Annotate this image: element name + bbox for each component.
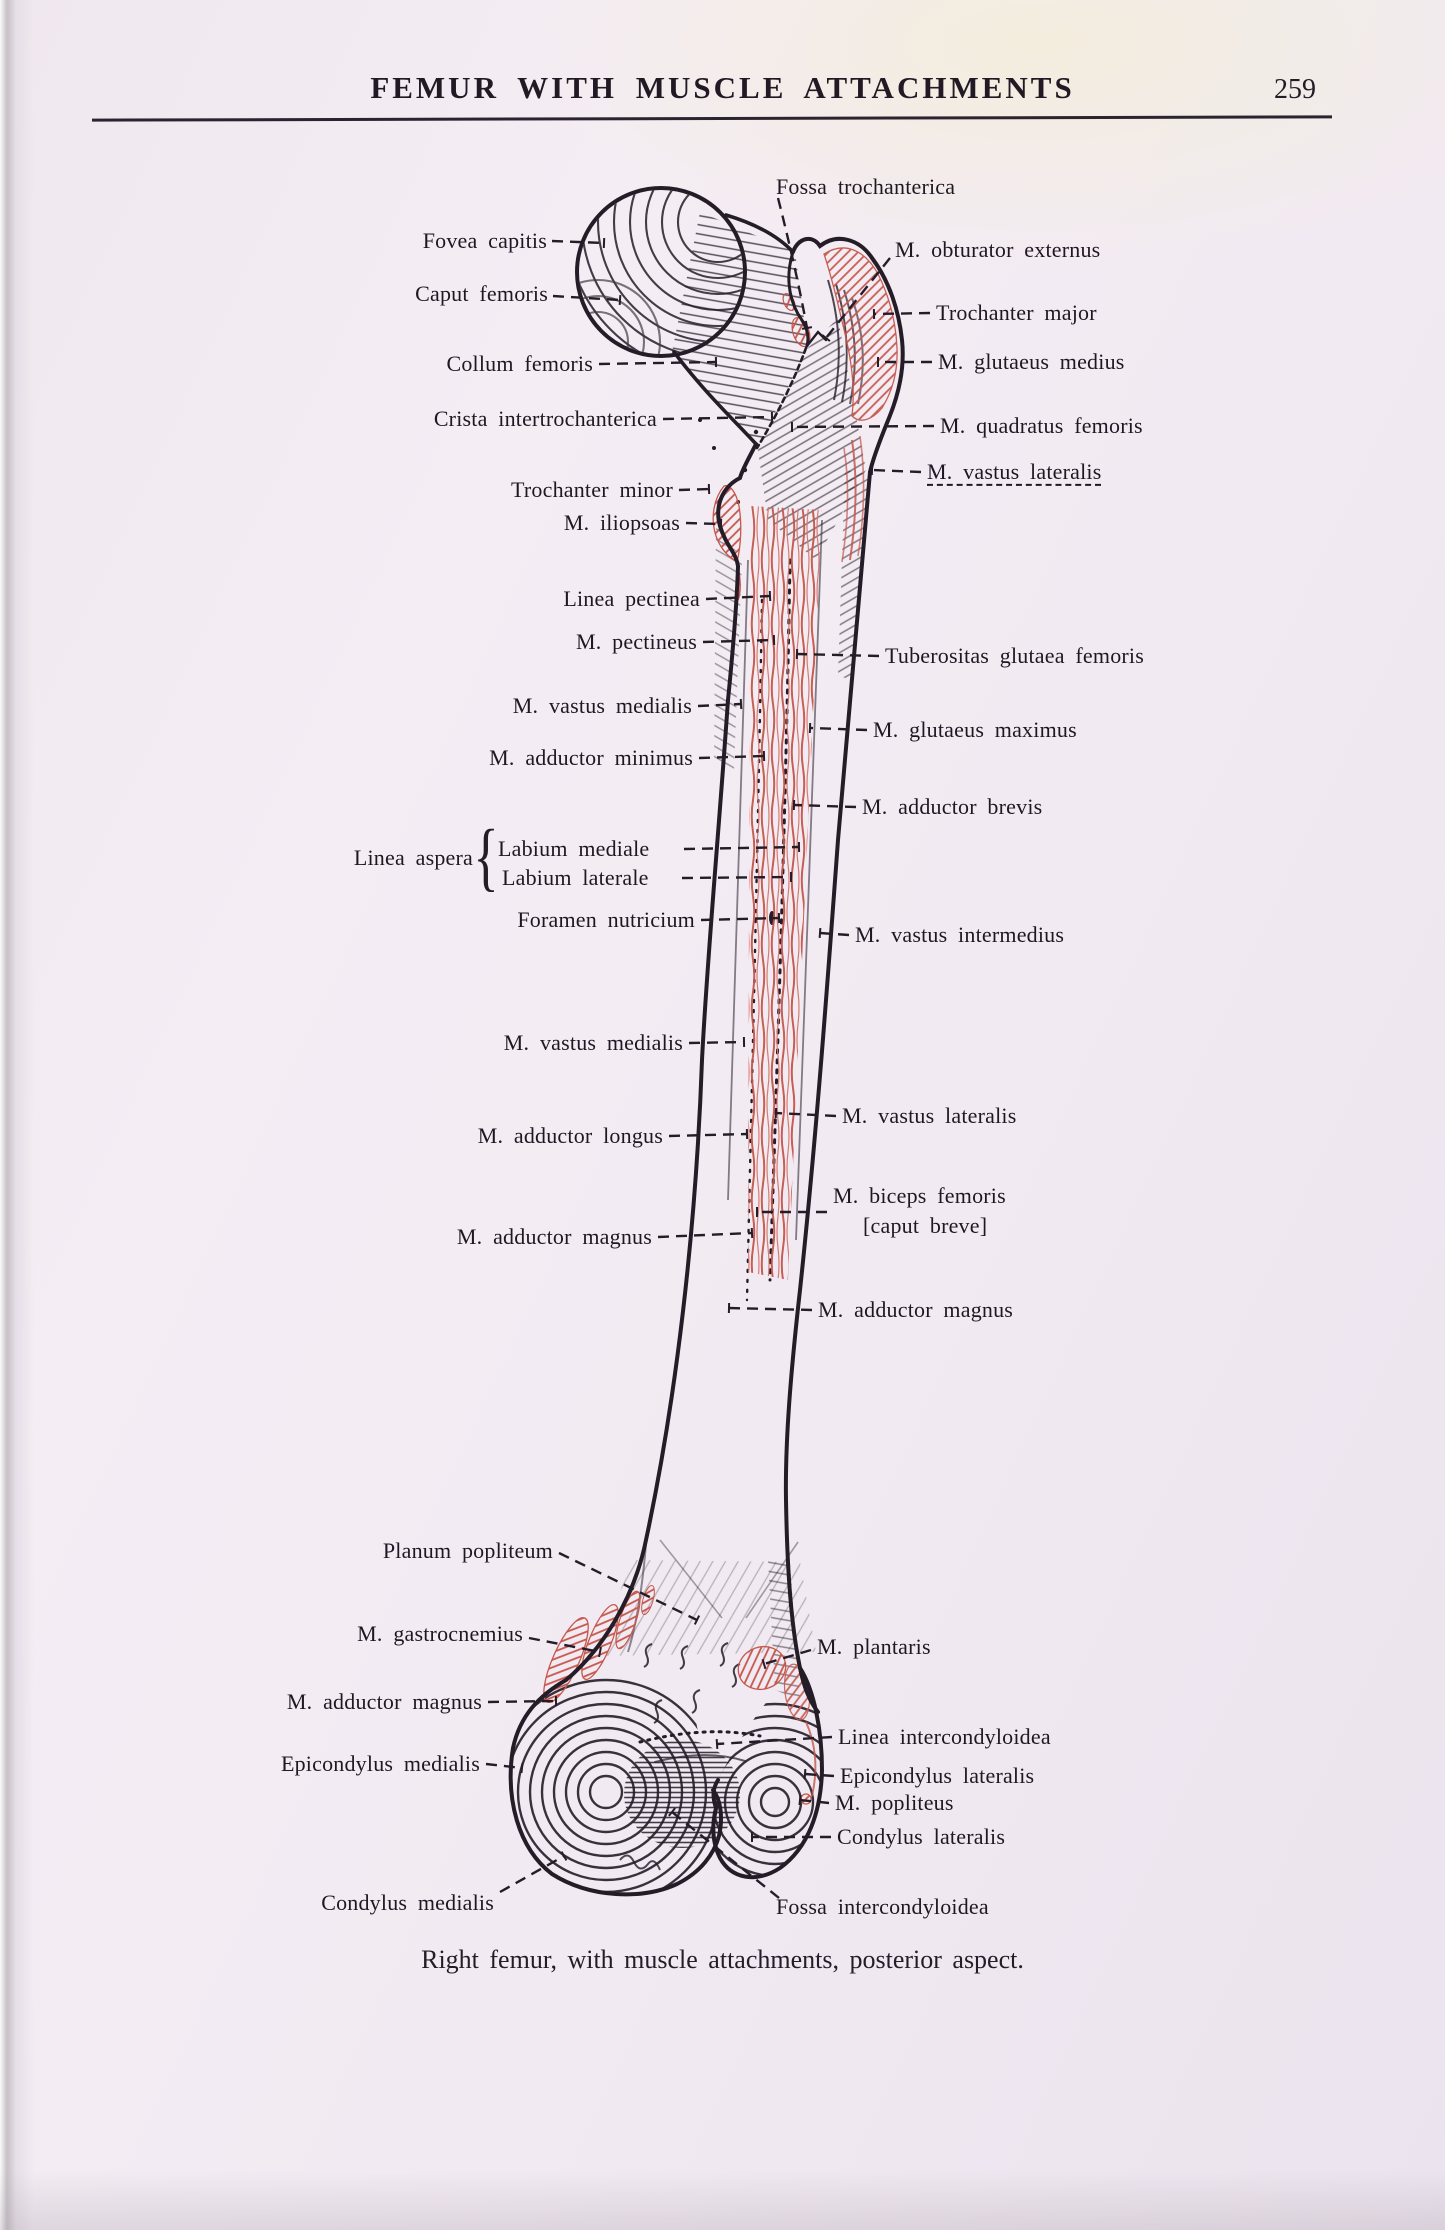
label-collum-femoris: Collum femoris [446,350,593,376]
label-linea-aspera: Linea aspera [353,844,473,870]
label-m-glutaeus-medius: M. glutaeus medius [938,348,1125,374]
label-labium-mediale: Labium mediale [498,835,650,861]
label-condylus-lateralis: Condylus lateralis [837,1823,1006,1849]
figure-caption: Right femur, with muscle attachments, po… [421,1945,1024,1974]
label-fossa-intercondyloidea: Fossa intercondyloidea [776,1893,989,1919]
label-trochanter-minor: Trochanter minor [511,476,673,502]
label-condylus-medialis: Condylus medialis [321,1889,494,1915]
label-fossa-trochanterica: Fossa trochanterica [776,173,956,199]
page-number: 259 [1274,74,1316,105]
label-linea-pectinea: Linea pectinea [563,585,700,611]
label-m-glutaeus-maximus: M. glutaeus maximus [873,716,1077,742]
label-m-obturator-externus: M. obturator externus [895,236,1101,262]
label-m-biceps-femoris: M. biceps femoris [833,1182,1006,1208]
label-linea-intercondyloidea: Linea intercondyloidea [838,1723,1051,1749]
label-labium-laterale: Labium laterale [502,864,649,890]
label-m-popliteus: M. popliteus [835,1789,954,1815]
label-fovea-capitis: Fovea capitis [422,227,547,253]
label-trochanter-major: Trochanter major [936,299,1097,325]
leader-lines [485,197,935,1899]
label-m-gastrocnemius: M. gastrocnemius [357,1620,523,1646]
label-m-adductor-magnus-right: M. adductor magnus [818,1296,1014,1322]
label-epicondylus-medialis: Epicondylus medialis [280,1750,480,1776]
label-m-iliopsoas: M. iliopsoas [563,509,680,535]
label-epicondylus-lateralis: Epicondylus lateralis [840,1762,1035,1788]
label-m-plantaris: M. plantaris [817,1633,931,1659]
label-planum-popliteum: Planum popliteum [382,1537,553,1563]
label-m-vastus-intermedius: M. vastus intermedius [855,921,1065,947]
label-m-adductor-minimus: M. adductor minimus [489,744,693,770]
label-caput-breve: [caput breve] [863,1212,988,1238]
label-m-vastus-medialis-upper: M. vastus medialis [512,692,692,718]
label-m-adductor-longus: M. adductor longus [477,1122,663,1148]
page-header-title: FEMUR WITH MUSCLE ATTACHMENTS [370,70,1075,105]
label-m-pectineus: M. pectineus [575,628,697,654]
label-m-adductor-magnus-left-upper: M. adductor magnus [456,1223,652,1249]
label-m-quadratus-femoris: M. quadratus femoris [940,412,1143,438]
label-tuberositas-glutaea-femoris: Tuberositas glutaea femoris [885,642,1144,668]
label-m-vastus-lateralis-lower: M. vastus lateralis [842,1102,1017,1128]
label-crista-intertrochanterica: Crista intertrochanterica [433,405,657,431]
muscle-attachment-markings [543,247,898,1805]
label-caput-femoris: Caput femoris [415,280,548,306]
label-m-adductor-magnus-left-lower: M. adductor magnus [286,1688,482,1714]
linea-aspera-brace: { [473,815,499,900]
label-m-vastus-lateralis-upper: M. vastus lateralis [927,458,1102,484]
engraving-hatching [510,190,870,1895]
label-m-adductor-brevis: M. adductor brevis [862,793,1043,819]
femur-outline [508,186,905,1897]
label-foramen-nutricium: Foramen nutricium [517,906,695,932]
label-m-vastus-medialis-lower: M. vastus medialis [503,1029,683,1055]
